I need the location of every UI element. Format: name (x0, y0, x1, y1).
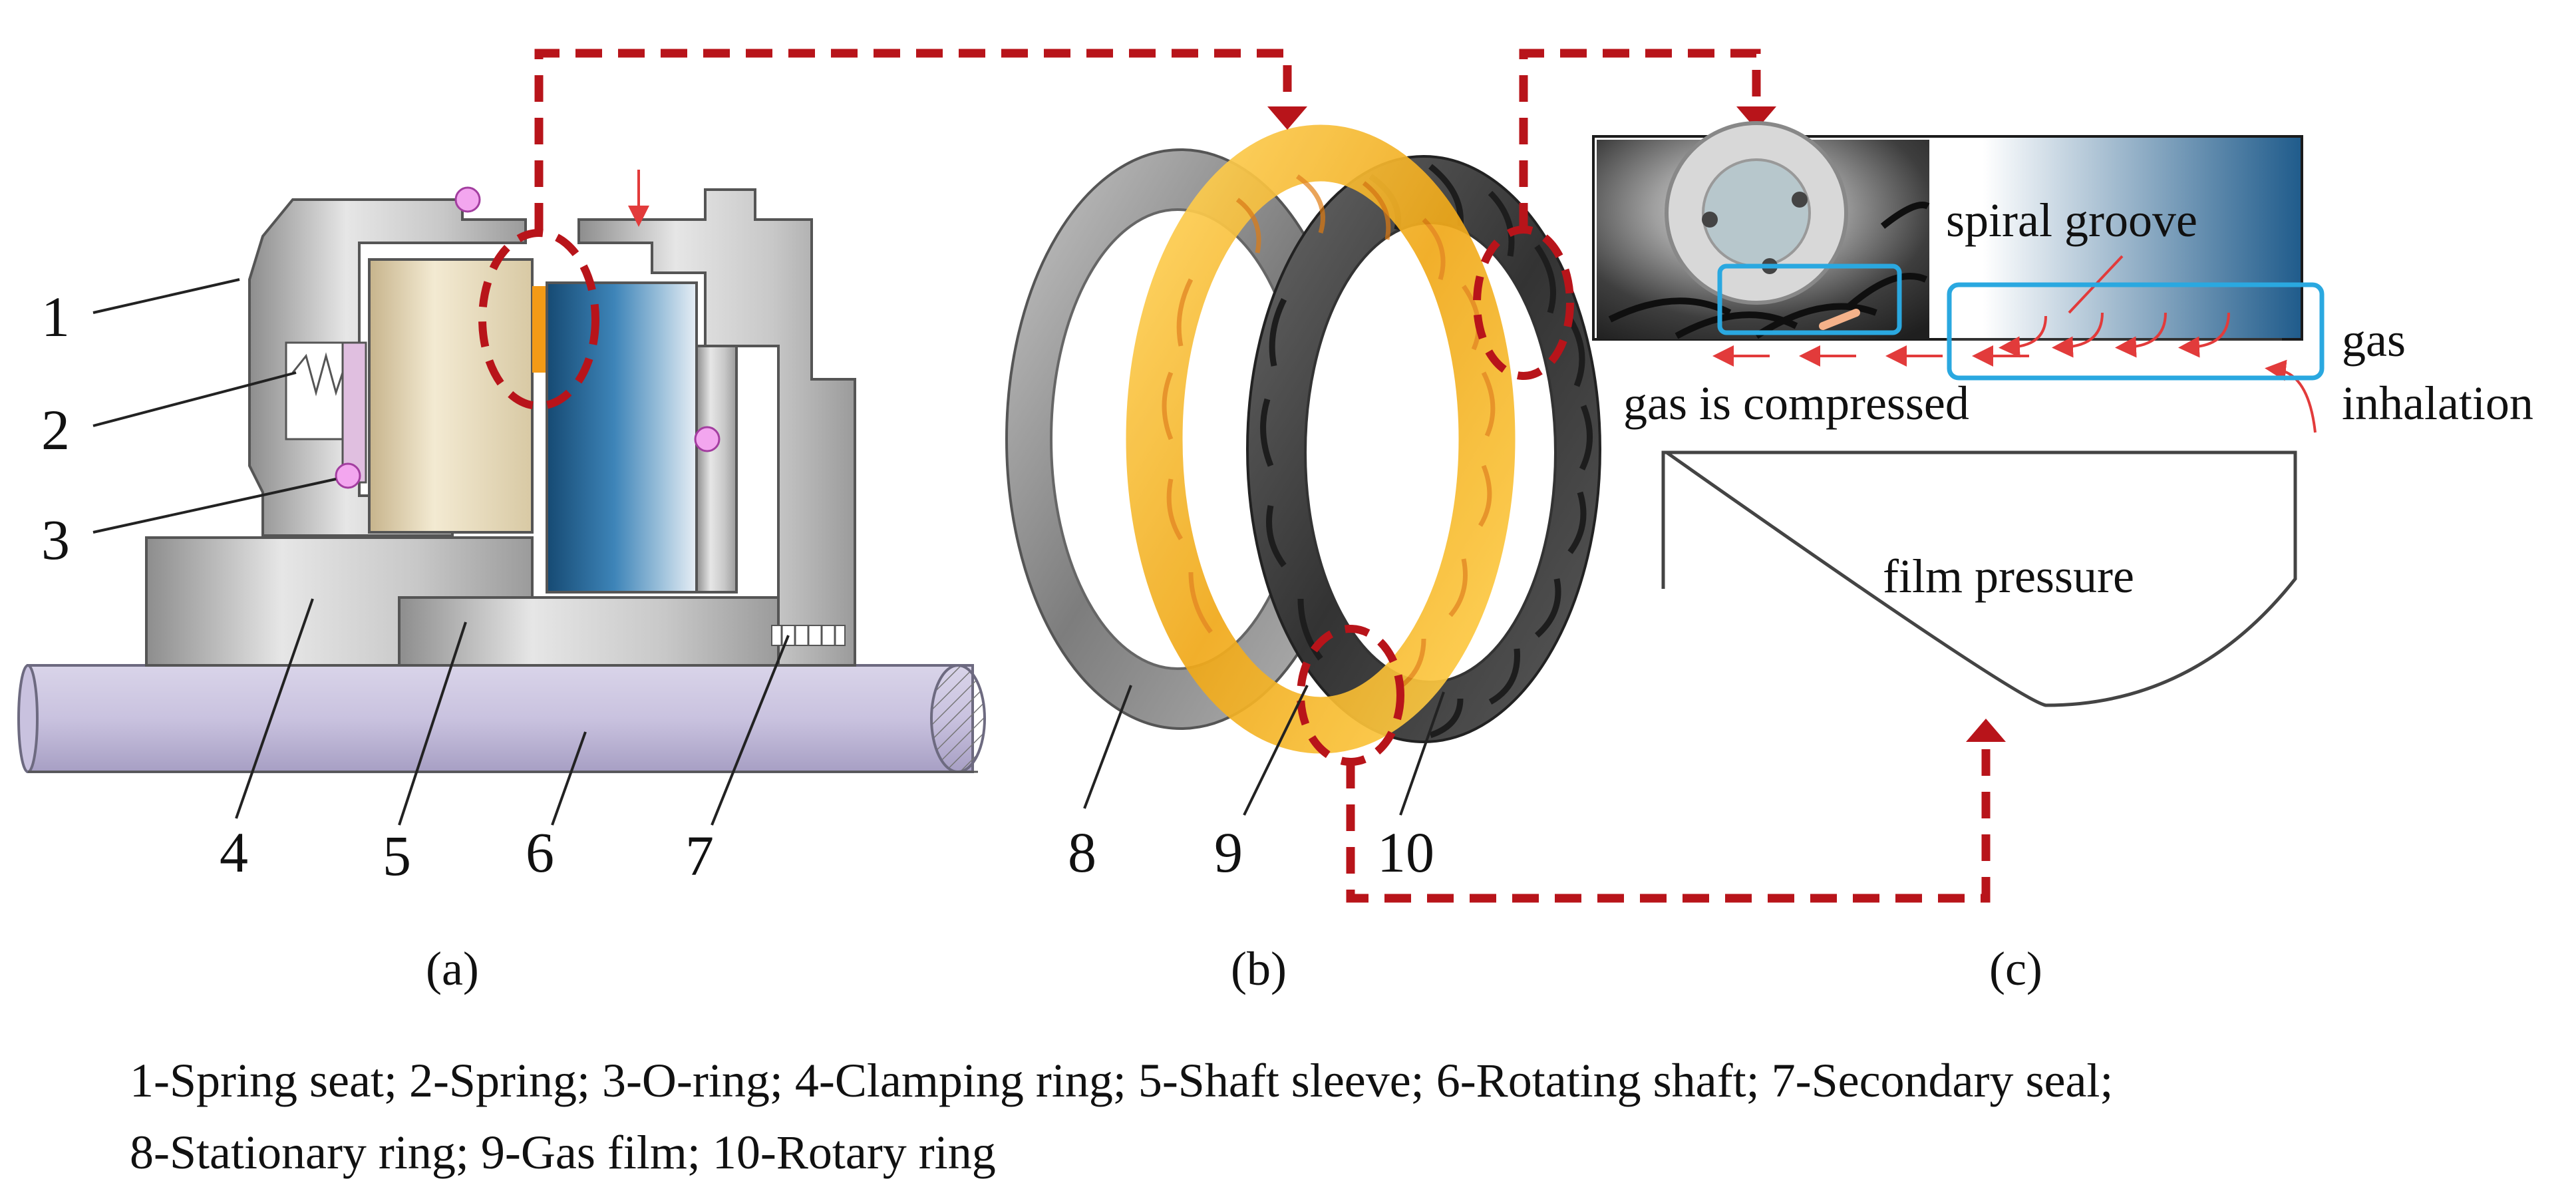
panel-a-label: (a) (426, 942, 479, 995)
panel-c-pressure-diagram: spiral groove gas is compressed gas inha… (1592, 121, 2533, 995)
stationary-carrier (368, 258, 534, 534)
rotary-ring-section (546, 281, 698, 594)
connector-lines (534, 49, 1991, 903)
part-number-10: 10 (1377, 820, 1434, 884)
o-ring-top (454, 186, 481, 213)
connector-arrowhead-c-bottom (1966, 719, 2006, 742)
photo-highlight-box (1717, 263, 1902, 335)
gas-compressed-label: gas is compressed (1623, 377, 1969, 430)
part-number-9: 9 (1214, 820, 1243, 884)
part-number-4: 4 (220, 820, 248, 884)
compressed-flow-arrows (1712, 312, 2317, 433)
caption-line-1: 1-Spring seat; 2-Spring; 3-O-ring; 4-Cla… (130, 1054, 2114, 1107)
gas-inhalation-label-line2: inhalation (2342, 377, 2533, 430)
part-number-6: 6 (526, 820, 554, 884)
seal-face-photo (1597, 121, 1930, 339)
focus-ellipse-a (478, 229, 599, 410)
inhalation-highlight-box (1947, 282, 2325, 381)
connector-a-to-b (534, 49, 1292, 230)
part-number-5: 5 (383, 824, 411, 888)
secondary-housing (577, 188, 856, 667)
gas-film-ring (1126, 124, 1516, 754)
connector-b-to-c-top (1519, 49, 1761, 230)
o-ring-spring (335, 462, 361, 489)
gas-inhalation-label-line1: gas (2342, 313, 2406, 367)
panel-a-cross-section: 1 2 3 4 5 6 7 (a) (17, 170, 986, 995)
spiral-groove-label: spiral groove (1946, 194, 2197, 247)
o-ring-right (694, 426, 721, 452)
panel-b-exploded-rings: 8 9 10 (b) (1005, 124, 1601, 995)
panel-b-label: (b) (1231, 942, 1287, 995)
part-number-1: 1 (41, 285, 70, 349)
film-pressure-curve (1661, 450, 2297, 707)
connector-b-to-c-bottom (1346, 739, 1991, 903)
rotating-shaft (17, 664, 986, 773)
secondary-seal (771, 625, 846, 646)
connector-arrowhead-b (1267, 106, 1307, 130)
part-number-3: 3 (41, 508, 70, 572)
spring (285, 341, 367, 484)
caption-line-2: 8-Stationary ring; 9-Gas film; 10-Rotary… (130, 1126, 996, 1179)
part-number-7: 7 (685, 824, 714, 888)
film-pressure-label: film pressure (1883, 550, 2134, 603)
connector-arrowhead-c-top (1736, 106, 1776, 130)
part-number-8: 8 (1068, 820, 1096, 884)
gas-film-strip (532, 286, 547, 373)
panel-c-label: (c) (1989, 942, 2042, 995)
figure-caption: 1-Spring seat; 2-Spring; 3-O-ring; 4-Cla… (130, 1045, 2525, 1188)
part-number-2: 2 (41, 398, 70, 462)
